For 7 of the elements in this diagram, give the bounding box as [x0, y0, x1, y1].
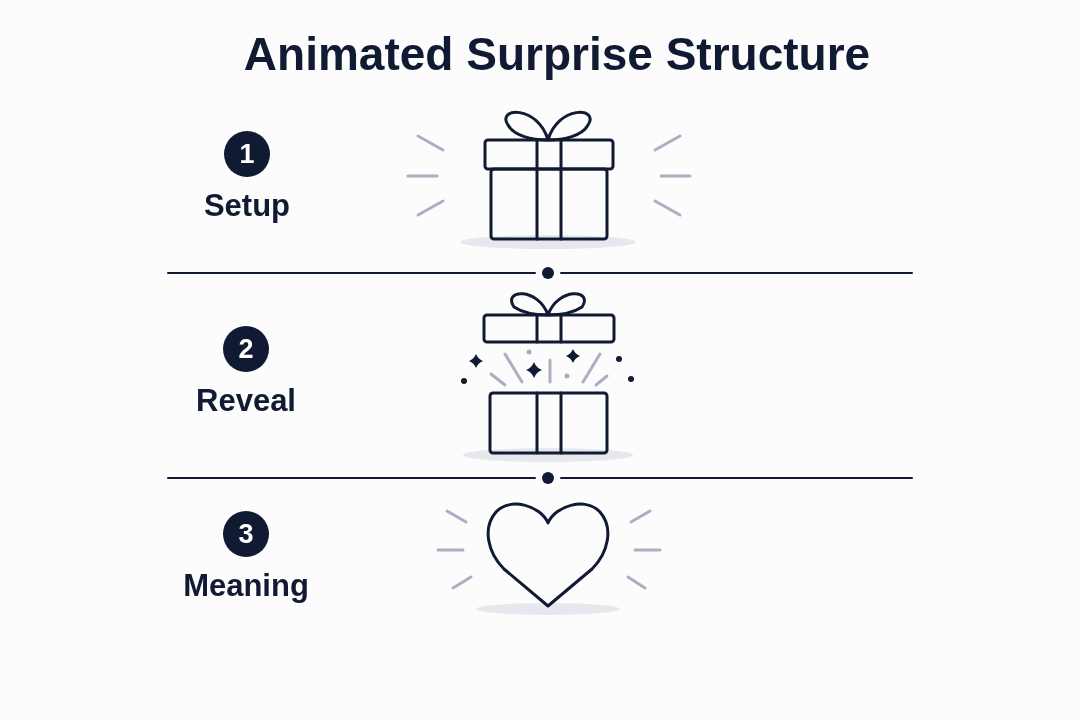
step-number-badge: 2	[223, 326, 269, 372]
diagram-title: Animated Surprise Structure	[243, 27, 871, 82]
step-label: Setup	[203, 188, 291, 224]
step-number-badge: 1	[224, 131, 270, 177]
step-label: Reveal	[196, 383, 296, 419]
step-number-badge: 3	[223, 511, 269, 557]
step-label: Meaning	[183, 568, 309, 604]
